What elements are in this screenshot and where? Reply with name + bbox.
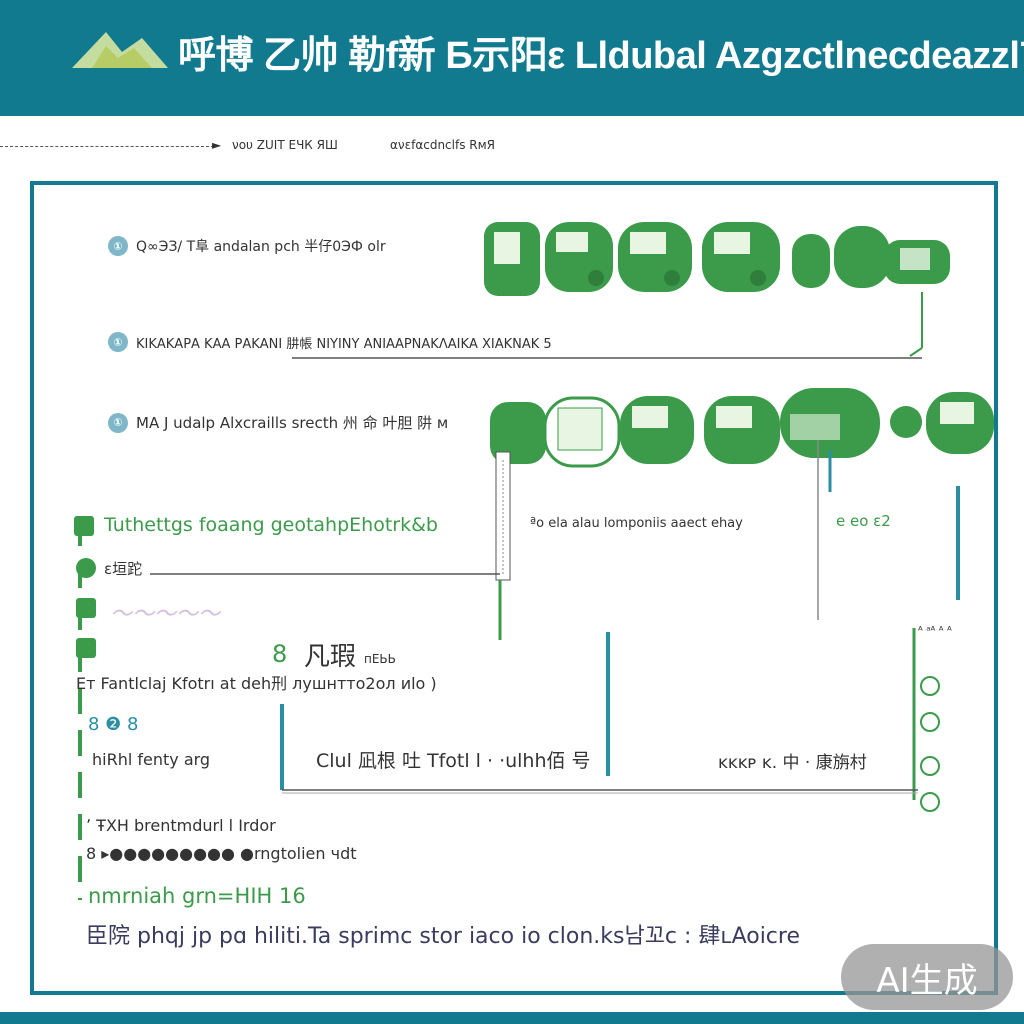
step-label: ΜΑ J udalp Alxcraills srecth 州 命 叶胆 阱 ᴍ <box>136 414 449 432</box>
step-row-3: ① ΜΑ J udalp Alxcraills srecth 州 命 叶胆 阱 … <box>108 412 448 433</box>
row1-node-3[interactable] <box>618 222 692 292</box>
right-small-note: ᴬ ᵃᴬ ᴬ ᴬ <box>918 624 952 637</box>
row3-node-2[interactable] <box>543 396 621 468</box>
hrtl-label: hiRhl fenty arg <box>92 750 211 769</box>
step-row-1: ① Q∞ЭЗ/ Т阜 andalan pch 半仔0ЭФ olr <box>108 236 386 256</box>
image-placeholder-icon <box>76 598 96 618</box>
diagram-frame <box>30 181 998 995</box>
bottom-line-3: nmrniah grn=HIH 16 <box>88 884 306 908</box>
green-heading: Tuthettgs foaang geotahpEhotrk&b <box>104 514 438 536</box>
row3-node-7[interactable] <box>926 392 994 454</box>
step-label: ΚΙΚΑΚΑΡΑ ΚΑΑ ΡΑΚΑΝΙ 肼帳 ΝΙΥΙΝΥ ΑΝΙΑΑΡΝΑΚΛ… <box>136 336 552 352</box>
step-badge: ① <box>108 412 128 433</box>
small-tag: 8 ❷ 8 <box>88 714 139 735</box>
breadcrumb-divider <box>0 146 214 147</box>
green-square-icon <box>74 516 94 536</box>
app-header: 呼博 乙帅 勒f新 Б示阳ε Lldubal Azgzctlnecdeazzl7 <box>0 0 1024 116</box>
row1-node-4[interactable] <box>702 222 780 292</box>
item-badge-icon <box>76 558 96 578</box>
row1-node-2[interactable] <box>545 222 613 292</box>
row3-node-1[interactable] <box>490 402 546 464</box>
bottom-line-2: 8 ▸●●●●●●●●● ●rngtolien чdt <box>86 844 357 863</box>
section-title: 凡瑕 <box>304 642 357 672</box>
step-row-2: ① ΚΙΚΑΚΑΡΑ ΚΑΑ ΡΑΚΑΝΙ 肼帳 ΝΙΥΙΝΥ ΑΝΙΑΑΡΝΑ… <box>108 332 552 352</box>
section-number: 8 <box>272 640 288 668</box>
ai-generated-badge: AI生成 <box>841 944 1013 1010</box>
center-formula: Clul 凪根 吐 Tfotl l · ·ulhh佰 号 <box>316 750 591 772</box>
breadcrumb-item-2[interactable]: ανεfαcdnclfs RмЯ <box>390 138 496 152</box>
section-sub: пЕЬЬ <box>364 652 396 666</box>
page-title: 呼博 乙帅 勒f新 Б示阳ε Lldubal Azgzctlnecdeazzl7 <box>178 35 1024 77</box>
final-line: 臣院 phqj jp pɑ hiliti.Ta sprimc stor iaco… <box>86 924 801 949</box>
right-note: e eo ε2 <box>836 512 891 530</box>
step-badge: ① <box>108 332 128 352</box>
fantic-line: Ет Fantlclaj Kfotrı at deh刑 лушнтто2ол и… <box>76 674 437 693</box>
breadcrumb-arrow-icon: ► <box>212 138 222 152</box>
row1-node-1[interactable] <box>484 222 540 296</box>
list-square-icon <box>76 638 96 658</box>
mid-note: ªo ela alau lomponiis aaect ehay <box>530 516 743 531</box>
breadcrumb-item-1[interactable]: νου ZUIT ЕЧК ЯШ <box>232 138 338 152</box>
row3-node-5[interactable] <box>780 388 880 458</box>
bottom-line-1: ʼ ŦXH brentmdurl l Irdor <box>86 816 276 835</box>
faded-scribble: 〜〜〜〜〜 <box>110 602 221 627</box>
row3-node-3[interactable] <box>620 396 694 464</box>
step-badge: ① <box>108 236 128 256</box>
row3-node-6[interactable] <box>890 406 922 438</box>
row1-node-5[interactable] <box>792 226 950 288</box>
right-formula: ᴋᴋᴋᴘ ᴋ. 中 · 康旃村 <box>718 753 867 773</box>
mountain-logo-icon <box>72 32 168 68</box>
row3-node-4[interactable] <box>704 396 780 464</box>
footer-bar <box>0 1012 1024 1024</box>
step-label: Q∞ЭЗ/ Т阜 andalan pch 半仔0ЭФ olr <box>136 239 386 255</box>
item-label: ε垣跎 <box>104 560 143 578</box>
